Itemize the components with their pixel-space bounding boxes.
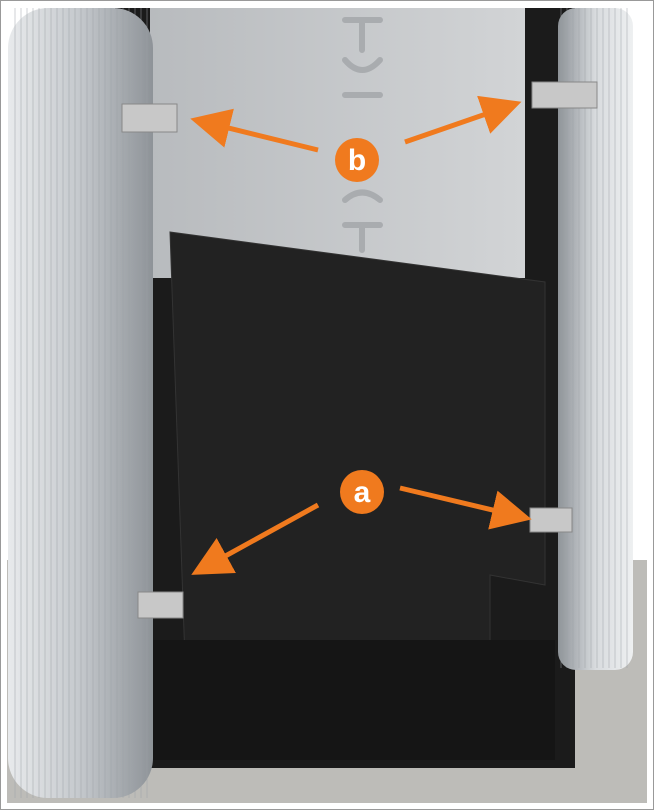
- callout-b-badge: [335, 138, 379, 182]
- arrow-b-right: [404, 95, 522, 145]
- left-column-ribs: [10, 8, 150, 798]
- right-column-ribs: [560, 8, 630, 668]
- callout-b: b: [190, 95, 522, 182]
- callout-b-label: b: [348, 144, 366, 177]
- arrow-a-left: [191, 502, 320, 575]
- base-plate: [150, 640, 555, 760]
- black-cover-panel: [169, 231, 546, 661]
- callout-a: a: [191, 470, 532, 575]
- callout-a-badge: [340, 470, 384, 514]
- bracket-top-left: [121, 103, 178, 133]
- arrow-b-left: [190, 108, 319, 153]
- bracket-bottom-right: [529, 507, 573, 533]
- callout-a-label: a: [354, 476, 371, 509]
- bracket-top-right: [531, 81, 598, 109]
- bracket-bottom-left: [137, 591, 184, 619]
- arrow-a-right: [399, 485, 532, 530]
- brand-emboss-shape: [342, 17, 383, 253]
